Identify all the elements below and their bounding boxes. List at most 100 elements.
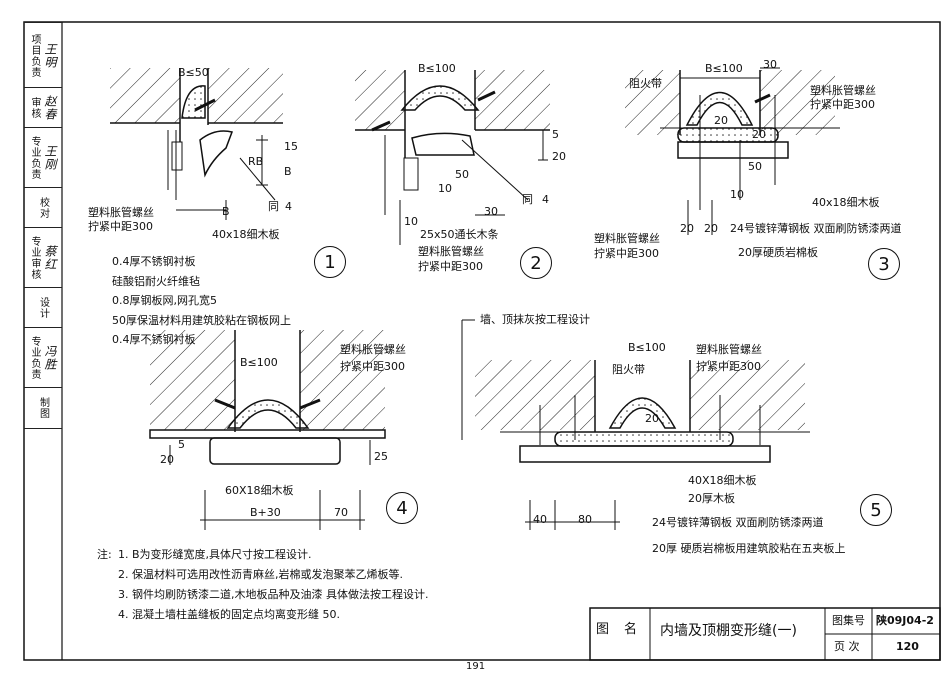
d1-dim-15: 15	[284, 140, 298, 153]
drawing-title: 内墙及顶棚变形缝(一)	[660, 623, 797, 639]
d1-detail-number: 1	[314, 246, 346, 278]
d5-rock-label: 20厚 硬质岩棉板用建筑胶粘在五夹板上	[652, 542, 846, 555]
sidebar-signature: 王明	[43, 42, 57, 69]
title-label-2: 名	[624, 622, 638, 637]
sidebar-label: 专业负责	[29, 336, 40, 380]
d4-width-label: B≤100	[240, 356, 278, 369]
note-3: 3. 钢件均刷防锈漆二道,木地板品种及油漆 具体做法按工程设计.	[118, 588, 429, 601]
d4-dim-20: 20	[160, 453, 174, 466]
sidebar-signature: 赵春	[43, 95, 57, 121]
d2-width-label: B≤100	[418, 62, 456, 75]
title-block-lines	[589, 607, 941, 661]
d2-screw-label-2: 拧紧中距300	[418, 260, 483, 273]
d2-dim-10: 10	[438, 182, 452, 195]
d4-layer-4: 50厚保温材料用建筑胶粘在钢板网上	[112, 314, 291, 327]
d2-dim-30: 30	[484, 205, 498, 218]
d3-board-label: 40x18细木板	[812, 196, 880, 209]
d5-dim-40: 40	[533, 513, 547, 526]
d5-fire-label: 阻火带	[612, 363, 645, 376]
sidebar-label: 专业审核	[29, 236, 40, 280]
d4-layer-3: 0.8厚钢板网,网孔宽5	[112, 294, 217, 307]
d1-screw-label-1: 塑料胀管螺丝	[88, 206, 154, 219]
detail-2-drawing	[355, 70, 550, 245]
d2-ref-number: 4	[542, 193, 549, 206]
d3-screw-label-1: 塑料胀管螺丝	[810, 84, 876, 97]
sidebar-cell: 校对	[24, 187, 62, 228]
d3-dim-30: 30	[763, 58, 777, 71]
d3-dim-20d: 20	[704, 222, 718, 235]
note-4: 4. 混凝土墙柱盖缝板的固定点均离变形缝 50.	[118, 608, 340, 621]
detail-1-drawing	[110, 68, 283, 220]
sidebar-label: 校对	[37, 197, 49, 219]
sidebar-label: 审核	[29, 97, 40, 119]
detail-4-drawing	[149, 330, 386, 530]
d3-detail-number: 3	[868, 248, 900, 280]
d3-screw-left-2: 拧紧中距300	[594, 247, 659, 260]
d1-ref-sheet: 同	[268, 200, 279, 213]
note-1: 1. B为变形缝宽度,具体尺寸按工程设计.	[118, 548, 312, 561]
sidebar-signature: 冯胜	[43, 345, 57, 371]
detail-3-drawing	[625, 67, 840, 235]
d2-dim-50: 50	[455, 168, 469, 181]
d4-screw-label-2: 拧紧中距300	[340, 360, 405, 373]
page-number: 120	[896, 640, 919, 653]
d4-detail-number: 4	[386, 492, 418, 524]
d1-dim-b2: B	[222, 205, 230, 218]
d4-dim-b30: B+30	[250, 506, 281, 519]
sidebar-cell: 专业负责 冯胜	[24, 327, 62, 388]
d4-dim-70: 70	[334, 506, 348, 519]
d3-dim-10: 10	[730, 188, 744, 201]
d1-dim-b: B	[284, 165, 292, 178]
sidebar-cell: 项目负责 王明	[24, 22, 62, 88]
d1-width-label: B≤50	[178, 66, 209, 79]
d2-screw-label-1: 塑料胀管螺丝	[418, 245, 484, 258]
notes-label: 注:	[97, 548, 112, 561]
d3-steel-label: 24号镀锌薄钢板 双面刷防锈漆两道	[730, 222, 902, 235]
detail-5-drawing	[461, 319, 810, 530]
d4-screw-label-1: 塑料胀管螺丝	[340, 343, 406, 356]
d2-detail-number: 2	[520, 247, 552, 279]
d5-dim-20: 20	[645, 412, 659, 425]
d5-width-label: B≤100	[628, 341, 666, 354]
d5-detail-number: 5	[860, 494, 892, 526]
d5-dim-80: 80	[578, 513, 592, 526]
d2-dim-10b: 10	[404, 215, 418, 228]
d4-dim-25: 25	[374, 450, 388, 463]
d4-dim-5: 5	[178, 438, 185, 451]
d2-ref-sheet: 同	[522, 193, 533, 206]
d1-ref-number: 4	[285, 200, 292, 213]
d5-board1-label: 40X18细木板	[688, 474, 757, 487]
d5-board2-label: 20厚木板	[688, 492, 735, 505]
sidebar-cell: 专业负责 王刚	[24, 127, 62, 188]
d5-screw-label-1: 塑料胀管螺丝	[696, 343, 762, 356]
d2-dim-5: 5	[552, 128, 559, 141]
d5-steel-label: 24号镀锌薄钢板 双面刷防锈漆两道	[652, 516, 824, 529]
outer-border	[23, 21, 941, 661]
sidebar-signature: 王刚	[43, 145, 57, 171]
d3-screw-label-2: 拧紧中距300	[810, 98, 875, 111]
d3-width-label: B≤100	[705, 62, 743, 75]
d3-dim-20: 20	[714, 114, 728, 127]
d5-wall-label: 墙、顶抹灰按工程设计	[480, 313, 590, 326]
sidebar-label: 项目负责	[29, 33, 40, 78]
d5-screw-label-2: 拧紧中距300	[696, 360, 761, 373]
d2-dim-20: 20	[552, 150, 566, 163]
sidebar-label: 设计	[37, 297, 49, 319]
d3-dim-20c: 20	[680, 222, 694, 235]
atlas-number: 陕09J04-2	[876, 614, 934, 627]
sidebar-cell: 审核 赵春	[24, 87, 62, 128]
d3-dim-50: 50	[748, 160, 762, 173]
sidebar-cell: 设计	[24, 287, 62, 328]
atlas-label: 图集号	[832, 614, 865, 627]
page-label: 页 次	[834, 640, 860, 653]
d4-layer-2: 硅酸铝耐火纤维毡	[112, 275, 200, 288]
d3-fire-label: 阻火带	[629, 77, 662, 90]
sidebar-label: 专业负责	[29, 136, 40, 180]
footer-page-number: 191	[466, 661, 486, 672]
d3-screw-left-1: 塑料胀管螺丝	[594, 232, 660, 245]
d3-rock-label: 20厚硬质岩棉板	[738, 246, 818, 259]
d1-board-label: 40x18细木板	[212, 228, 280, 241]
note-2: 2. 保温材料可选用改性沥青麻丝,岩棉或发泡聚苯乙烯板等.	[118, 568, 403, 581]
d2-strip-label: 25x50通长木条	[420, 228, 499, 241]
